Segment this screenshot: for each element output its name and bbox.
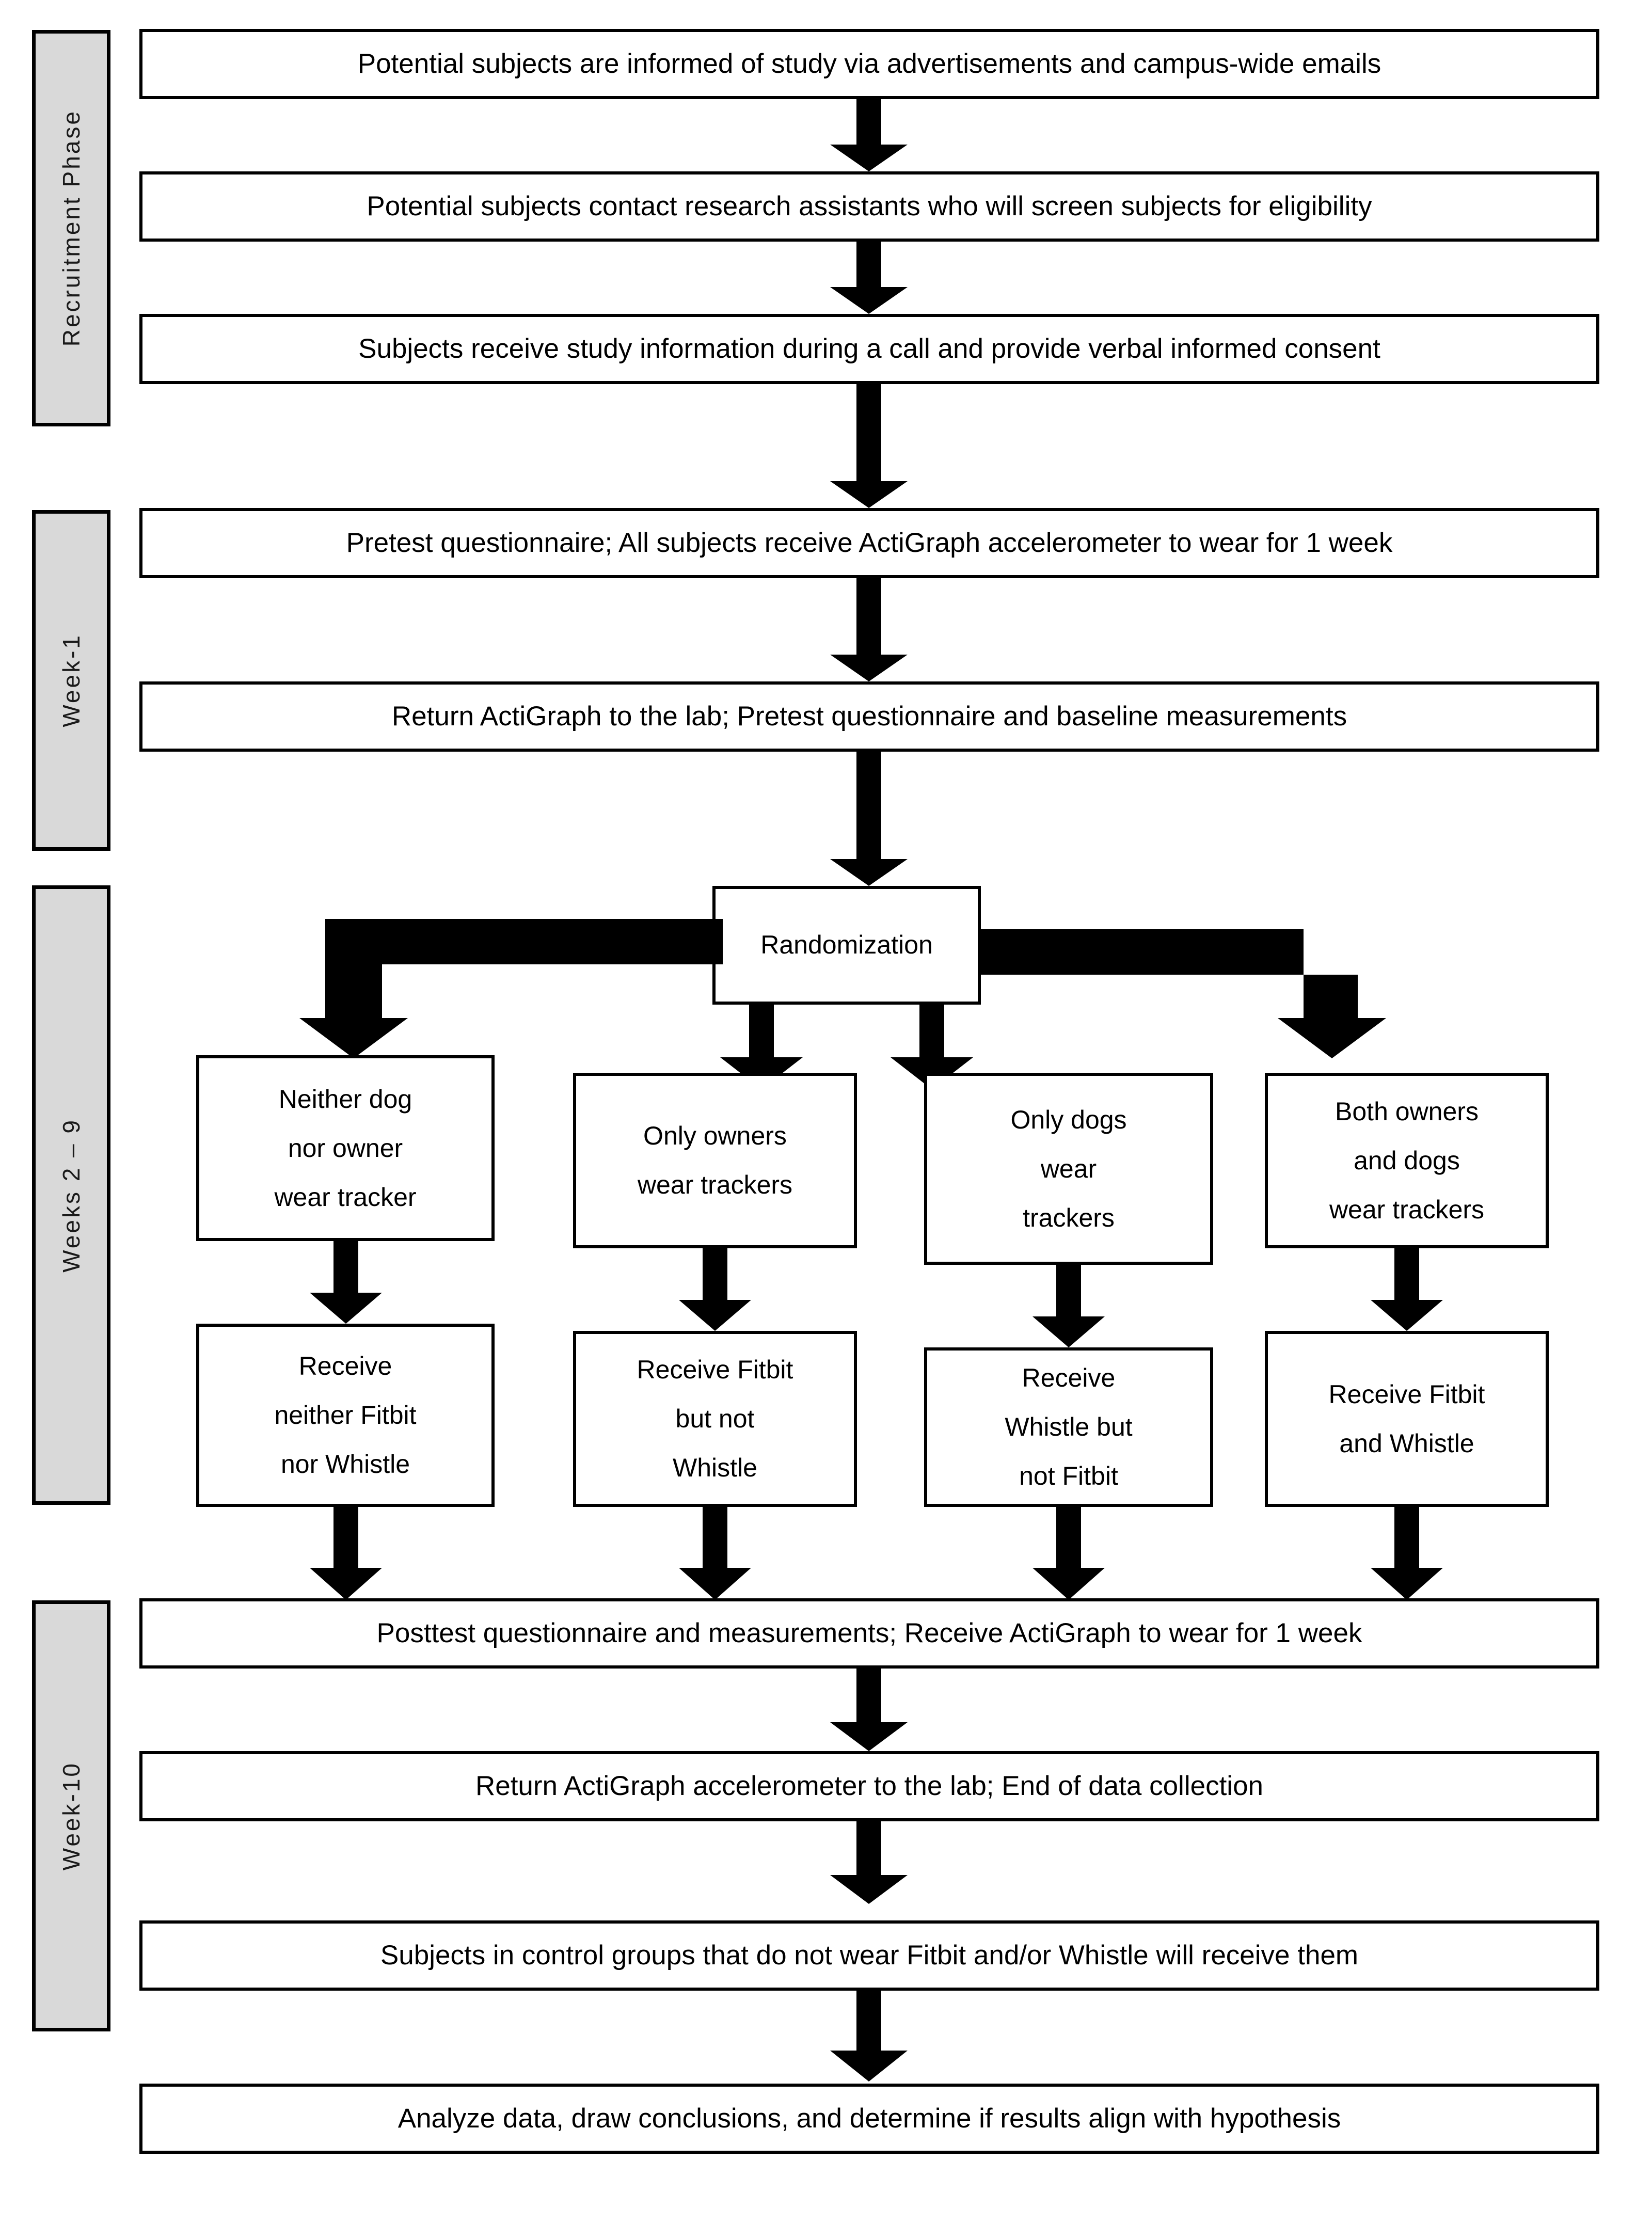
line: trackers bbox=[1023, 1203, 1115, 1232]
line: wear tracker bbox=[274, 1182, 417, 1212]
phase-lane-week10: Week-10 bbox=[32, 1600, 110, 2031]
node-arm-3-assignment-text: Only dogs wear trackers bbox=[1001, 1095, 1136, 1243]
node-arm-2-assignment-text: Only owners wear trackers bbox=[628, 1111, 802, 1210]
line: Receive Fitbit bbox=[637, 1355, 793, 1384]
node-week1-2: Return ActiGraph to the lab; Pretest que… bbox=[139, 681, 1599, 752]
node-arm-4-assignment: Both owners and dogs wear trackers bbox=[1265, 1073, 1549, 1248]
arrow-arm-4-assignment-to-device bbox=[1371, 1248, 1443, 1331]
arrow-branch-arm-4 bbox=[981, 929, 1415, 1058]
node-week10-2: Return ActiGraph accelerometer to the la… bbox=[139, 1751, 1599, 1821]
line: Receive Fitbit bbox=[1328, 1379, 1485, 1409]
arrow-week10-3-to-4 bbox=[830, 1991, 908, 2082]
arrow-week10-2-to-3 bbox=[830, 1821, 908, 1904]
arrow-arm-1-device-to-posttest bbox=[310, 1507, 382, 1600]
node-arm-4-device-text: Receive Fitbit and Whistle bbox=[1320, 1370, 1495, 1468]
node-arm-1-assignment: Neither dog nor owner wear tracker bbox=[196, 1055, 495, 1241]
node-arm-1-assignment-text: Neither dog nor owner wear tracker bbox=[265, 1075, 425, 1222]
node-randomization: Randomization bbox=[712, 886, 981, 1005]
node-week10-1-text: Posttest questionnaire and measurements;… bbox=[376, 1617, 1362, 1648]
line: Neither dog bbox=[278, 1084, 412, 1114]
node-arm-2-device-text: Receive Fitbit but not Whistle bbox=[628, 1345, 803, 1492]
node-arm-4-assignment-text: Both owners and dogs wear trackers bbox=[1320, 1087, 1494, 1234]
node-recruit-2: Potential subjects contact research assi… bbox=[139, 171, 1599, 242]
line: wear trackers bbox=[637, 1170, 793, 1199]
node-recruit-2-text: Potential subjects contact research assi… bbox=[367, 190, 1372, 221]
node-arm-2-assignment: Only owners wear trackers bbox=[573, 1073, 857, 1248]
node-arm-3-device-text: Receive Whistle but not Fitbit bbox=[995, 1354, 1141, 1501]
line: and Whistle bbox=[1339, 1428, 1474, 1458]
line: Receive bbox=[298, 1352, 392, 1380]
arrow-arm-4-device-to-posttest bbox=[1371, 1507, 1443, 1600]
line: Only owners bbox=[643, 1121, 787, 1150]
arrow-arm-2-device-to-posttest bbox=[679, 1507, 751, 1600]
phase-label-week1: Week-1 bbox=[58, 633, 85, 727]
arrow-recruit-3-to-week1-1 bbox=[830, 384, 908, 508]
line: Whistle bbox=[673, 1453, 757, 1482]
phase-label-recruitment: Recruitment Phase bbox=[58, 109, 85, 347]
node-recruit-1: Potential subjects are informed of study… bbox=[139, 29, 1599, 99]
node-week10-3: Subjects in control groups that do not w… bbox=[139, 1920, 1599, 1991]
line: Only dogs bbox=[1010, 1105, 1127, 1134]
arrow-week1-1-to-2 bbox=[830, 578, 908, 681]
arrow-branch-arm-1 bbox=[299, 919, 723, 1058]
node-week10-3-text: Subjects in control groups that do not w… bbox=[380, 1940, 1359, 1971]
line: not Fitbit bbox=[1019, 1462, 1118, 1490]
arrow-recruit-2-to-3 bbox=[830, 242, 908, 314]
line: nor Whistle bbox=[280, 1450, 410, 1479]
node-recruit-3: Subjects receive study information durin… bbox=[139, 314, 1599, 384]
arrow-week10-1-to-2 bbox=[830, 1669, 908, 1751]
line: wear trackers bbox=[1329, 1195, 1485, 1224]
node-arm-1-device: Receive neither Fitbit nor Whistle bbox=[196, 1324, 495, 1507]
arrow-arm-3-assignment-to-device bbox=[1032, 1265, 1105, 1347]
arrow-recruit-1-to-2 bbox=[830, 99, 908, 171]
line: wear bbox=[1040, 1154, 1097, 1183]
node-arm-4-device: Receive Fitbit and Whistle bbox=[1265, 1331, 1549, 1507]
arrow-week1-2-to-randomization bbox=[830, 752, 908, 886]
line: nor owner bbox=[288, 1133, 403, 1163]
line: and dogs bbox=[1354, 1146, 1460, 1175]
line: Both owners bbox=[1335, 1097, 1479, 1126]
phase-label-weeks2to9: Weeks 2 – 9 bbox=[58, 1118, 85, 1273]
phase-lane-recruitment: Recruitment Phase bbox=[32, 30, 110, 426]
arrow-arm-3-device-to-posttest bbox=[1032, 1507, 1105, 1600]
line: Whistle but bbox=[1005, 1412, 1133, 1441]
node-recruit-3-text: Subjects receive study information durin… bbox=[358, 333, 1380, 364]
node-randomization-text: Randomization bbox=[760, 930, 933, 960]
line: neither Fitbit bbox=[274, 1401, 417, 1429]
arrow-branch-arm-3 bbox=[891, 1002, 973, 1089]
node-arm-3-assignment: Only dogs wear trackers bbox=[924, 1073, 1213, 1265]
node-week1-2-text: Return ActiGraph to the lab; Pretest que… bbox=[391, 701, 1347, 732]
arrow-branch-arm-2 bbox=[720, 1002, 803, 1089]
line: Receive bbox=[1022, 1363, 1116, 1392]
node-arm-3-device: Receive Whistle but not Fitbit bbox=[924, 1347, 1213, 1507]
arrow-arm-1-assignment-to-device bbox=[310, 1241, 382, 1324]
node-arm-2-device: Receive Fitbit but not Whistle bbox=[573, 1331, 857, 1507]
node-week1-1-text: Pretest questionnaire; All subjects rece… bbox=[346, 527, 1393, 558]
node-arm-1-device-text: Receive neither Fitbit nor Whistle bbox=[265, 1342, 425, 1489]
node-week10-1: Posttest questionnaire and measurements;… bbox=[139, 1598, 1599, 1669]
node-week10-2-text: Return ActiGraph accelerometer to the la… bbox=[475, 1770, 1264, 1801]
phase-lane-week1: Week-1 bbox=[32, 510, 110, 851]
node-week10-4: Analyze data, draw conclusions, and dete… bbox=[139, 2084, 1599, 2154]
line: but not bbox=[675, 1404, 755, 1433]
node-week1-1: Pretest questionnaire; All subjects rece… bbox=[139, 508, 1599, 578]
phase-lane-weeks2to9: Weeks 2 – 9 bbox=[32, 885, 110, 1505]
arrow-arm-2-assignment-to-device bbox=[679, 1248, 751, 1331]
node-week10-4-text: Analyze data, draw conclusions, and dete… bbox=[398, 2103, 1341, 2134]
phase-label-week10: Week-10 bbox=[58, 1761, 85, 1871]
node-recruit-1-text: Potential subjects are informed of study… bbox=[357, 48, 1381, 79]
